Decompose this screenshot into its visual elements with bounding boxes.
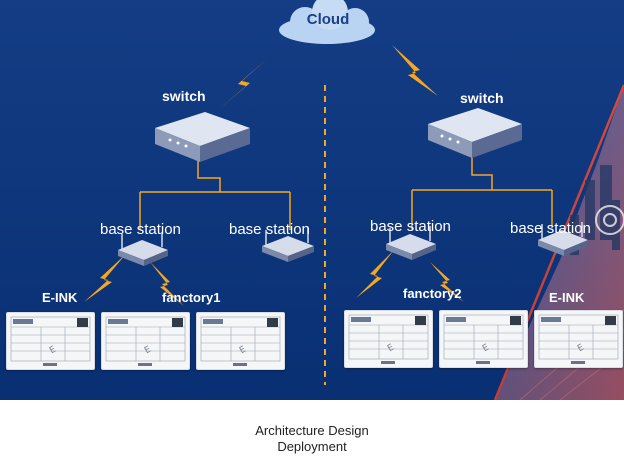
e-ink-tag: E xyxy=(534,310,623,368)
wireless-link-icon xyxy=(356,250,394,298)
base-station-label: base station xyxy=(370,218,451,235)
cloud-icon xyxy=(279,0,375,44)
group-label: fanctory1 xyxy=(162,290,221,305)
switch-icon xyxy=(155,112,250,162)
base-station-label: base station xyxy=(510,220,591,237)
e-ink-tag: E xyxy=(439,310,528,368)
svg-text:E: E xyxy=(386,343,396,355)
base-station-icon xyxy=(538,222,588,256)
switch-icon xyxy=(428,108,522,158)
group-label: E-INK xyxy=(549,290,585,305)
switch-label: switch xyxy=(460,90,504,106)
group-label: fanctory2 xyxy=(403,286,462,301)
svg-text:E: E xyxy=(238,345,248,357)
svg-text:E: E xyxy=(481,343,491,355)
base-station-label: base station xyxy=(229,221,310,238)
group-label: E-INK xyxy=(42,290,78,305)
base-station-icon xyxy=(262,228,314,262)
caption-title: Architecture Design xyxy=(255,423,369,438)
svg-text:E: E xyxy=(143,345,153,357)
link-line xyxy=(471,145,493,190)
wireless-link-icon xyxy=(392,45,438,96)
wireless-link-icon xyxy=(430,262,464,302)
base-station-label: base station xyxy=(100,221,181,238)
base-station-icon xyxy=(386,226,436,260)
e-ink-tag: E xyxy=(344,310,433,368)
wireless-link-icon xyxy=(218,58,268,110)
base-station-icon xyxy=(118,232,168,266)
architecture-diagram-panel: Cloud switch base station base station E… xyxy=(0,0,624,400)
e-ink-tag: E xyxy=(196,312,285,370)
e-ink-tag: E xyxy=(101,312,190,370)
link-line xyxy=(197,150,221,192)
caption-subtitle: Deployment xyxy=(277,439,347,454)
e-ink-tag: E xyxy=(6,312,95,370)
wireless-link-icon xyxy=(84,254,126,302)
svg-text:E: E xyxy=(576,343,586,355)
wireless-link-icon xyxy=(150,262,184,306)
svg-text:E: E xyxy=(48,345,58,357)
cloud-label: Cloud xyxy=(306,11,350,28)
diagram-graphics xyxy=(84,0,588,385)
switch-label: switch xyxy=(162,88,206,104)
